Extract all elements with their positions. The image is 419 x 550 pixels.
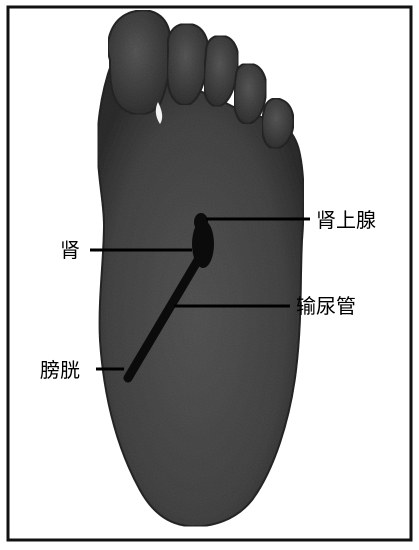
label-kidney: 肾 (60, 238, 80, 262)
little-toe (262, 98, 294, 148)
label-ureter: 输尿管 (296, 294, 356, 318)
label-adrenal-gland: 肾上腺 (316, 208, 376, 232)
label-bladder: 膀胱 (40, 358, 80, 382)
big-toe (108, 10, 170, 114)
